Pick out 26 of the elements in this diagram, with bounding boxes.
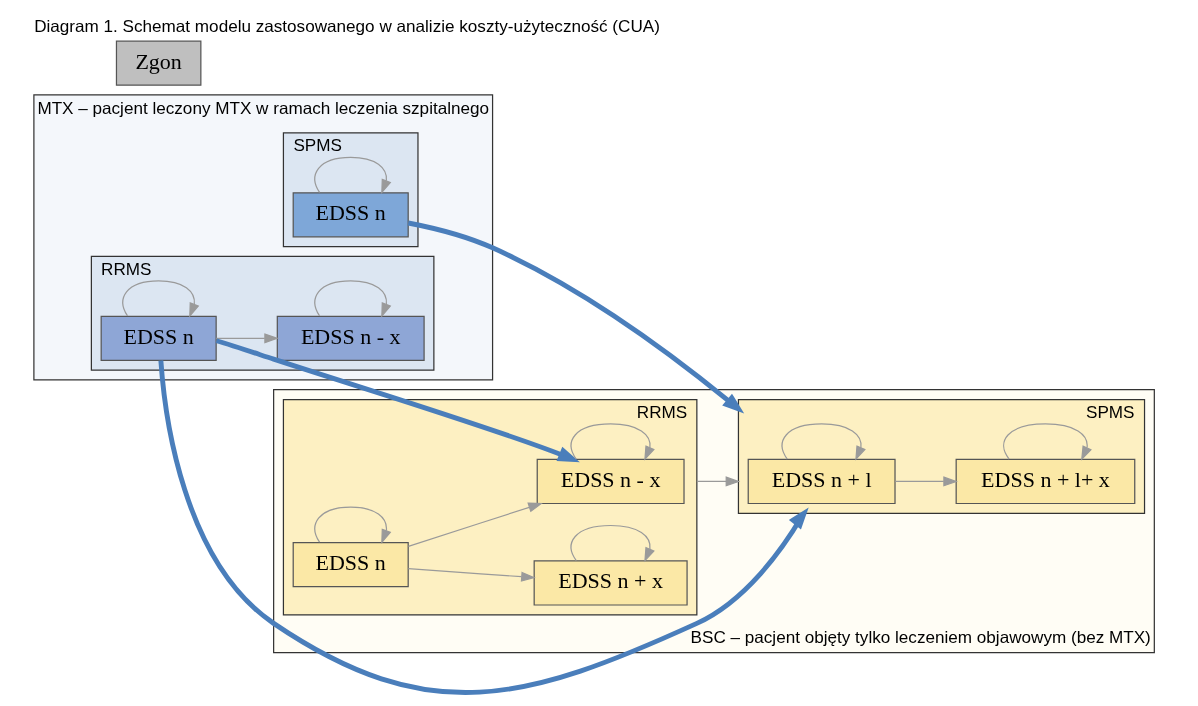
arrow	[314, 156, 392, 195]
node-box: Zgon	[115, 40, 202, 86]
node-box: EDSS n + l+ x	[955, 458, 1136, 505]
arrow	[570, 524, 655, 563]
arrow	[696, 476, 741, 487]
arrow	[894, 476, 958, 487]
arrow	[122, 280, 200, 318]
arrow	[314, 506, 392, 544]
arrow	[215, 338, 580, 463]
arrow	[781, 423, 866, 461]
arrow	[314, 280, 392, 318]
arrow	[1003, 423, 1092, 461]
arrow	[407, 568, 536, 582]
node-box: EDSS n - x	[276, 315, 425, 361]
node-box: EDSS n	[100, 315, 217, 361]
node-box: EDSS n	[292, 542, 409, 588]
arrow	[215, 333, 279, 344]
node-box: EDSS n + x	[533, 560, 688, 606]
diagram-title: Diagram 1. Schemat modelu zastosowanego w analizie koszty-użyteczność (CUA)	[34, 16, 660, 36]
node-box: EDSS n	[292, 192, 409, 238]
arrow	[407, 502, 543, 547]
arrow	[570, 423, 655, 461]
arrow	[158, 360, 809, 695]
node-box: EDSS n - x	[536, 458, 685, 505]
arrow	[407, 220, 745, 414]
node-box: EDSS n + l	[747, 458, 896, 505]
